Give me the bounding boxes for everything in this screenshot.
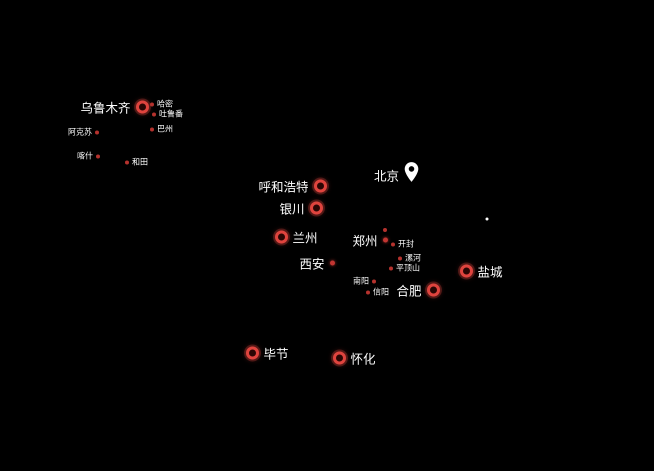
city-label: 合肥 (396, 283, 422, 299)
city-dot[interactable] (95, 130, 99, 134)
city-label: 喀什 (77, 151, 93, 161)
city-dot[interactable] (135, 100, 149, 114)
city-label: 开封 (398, 239, 414, 249)
city-dot[interactable] (309, 201, 323, 215)
city-dot[interactable] (391, 242, 395, 246)
map-dot (383, 228, 387, 232)
city-marker[interactable]: 乌鲁木齐 (75, 98, 149, 117)
city-marker[interactable]: 巴州 (150, 124, 176, 135)
city-label: 毕节 (263, 346, 289, 362)
city-dot[interactable] (332, 351, 346, 365)
city-label: 漯河 (405, 253, 421, 263)
city-label: 阿克苏 (68, 127, 92, 137)
city-dot[interactable] (150, 102, 154, 106)
city-label: 北京 (373, 168, 399, 184)
city-label: 乌鲁木齐 (80, 100, 131, 116)
city-marker[interactable]: 南阳 (350, 276, 376, 287)
city-marker[interactable]: 阿克苏 (65, 127, 99, 138)
city-label: 盐城 (477, 264, 503, 280)
city-dot[interactable] (366, 290, 370, 294)
city-marker[interactable]: 平顶山 (389, 263, 423, 274)
city-dot[interactable] (313, 179, 327, 193)
city-label: 南阳 (353, 276, 369, 286)
city-dot[interactable] (125, 160, 129, 164)
city-label: 平顶山 (396, 263, 420, 273)
city-label: 巴州 (157, 124, 173, 134)
city-dot[interactable] (152, 112, 156, 116)
city-marker[interactable]: 哈密 (150, 99, 176, 110)
map-dot (485, 217, 489, 221)
city-dot[interactable] (372, 279, 376, 283)
city-label: 兰州 (292, 230, 318, 246)
city-marker[interactable]: 兰州 (274, 228, 323, 247)
city-label: 西安 (299, 256, 325, 272)
city-dot[interactable] (274, 230, 288, 244)
city-dot[interactable] (96, 154, 100, 158)
city-marker[interactable]: 合肥 (391, 281, 440, 300)
city-marker[interactable]: 银川 (274, 199, 323, 218)
city-label: 怀化 (350, 351, 376, 367)
city-dot[interactable] (389, 266, 393, 270)
beijing-marker[interactable]: 北京 (374, 160, 419, 185)
city-label: 和田 (132, 157, 148, 167)
city-marker[interactable]: 漯河 (398, 253, 424, 264)
city-marker[interactable]: 郑州 (347, 231, 388, 250)
city-label: 呼和浩特 (258, 179, 309, 195)
city-marker[interactable]: 吐鲁番 (152, 109, 186, 120)
city-label: 哈密 (157, 99, 173, 109)
city-marker[interactable]: 喀什 (74, 151, 100, 162)
city-marker[interactable]: 盐城 (459, 262, 508, 281)
city-marker[interactable]: 呼和浩特 (253, 177, 327, 196)
city-marker[interactable]: 毕节 (245, 344, 294, 363)
city-marker[interactable]: 怀化 (332, 349, 381, 368)
city-dot[interactable] (245, 346, 259, 360)
city-label: 郑州 (352, 233, 378, 249)
city-label: 吐鲁番 (159, 109, 183, 119)
city-dot[interactable] (382, 237, 388, 243)
city-marker[interactable]: 西安 (294, 254, 335, 273)
city-marker[interactable]: 和田 (125, 157, 151, 168)
city-dot[interactable] (398, 256, 402, 260)
city-dot[interactable] (329, 260, 335, 266)
city-dot[interactable] (459, 264, 473, 278)
city-dot[interactable] (150, 127, 154, 131)
location-pin-icon (404, 162, 419, 182)
city-label: 信阳 (373, 287, 389, 297)
city-marker[interactable]: 开封 (391, 239, 417, 250)
city-label: 银川 (279, 201, 305, 217)
city-dot[interactable] (426, 283, 440, 297)
city-marker[interactable]: 信阳 (366, 287, 392, 298)
